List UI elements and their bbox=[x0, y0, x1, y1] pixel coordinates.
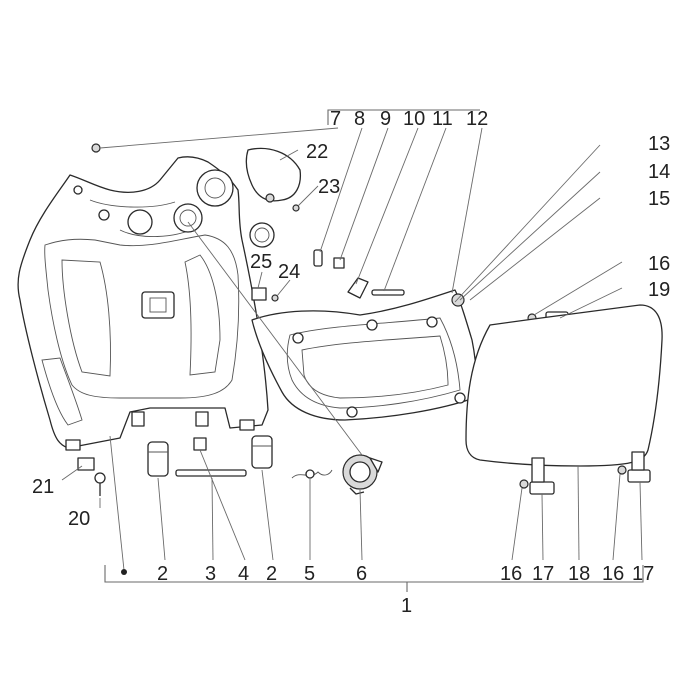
callout-3: 3 bbox=[205, 563, 216, 585]
hinge-right bbox=[617, 451, 651, 483]
callout-5: 5 bbox=[304, 563, 315, 585]
spring-clip bbox=[291, 469, 333, 479]
screw-20 bbox=[94, 472, 106, 496]
glove-box-outer-lid bbox=[465, 304, 663, 467]
callout-1: 1 bbox=[401, 595, 412, 617]
callout-4: 4 bbox=[238, 563, 249, 585]
callout-2-right: 2 bbox=[266, 563, 277, 585]
rubber-block-right bbox=[251, 435, 273, 469]
callout-23: 23 bbox=[318, 176, 340, 198]
ring-grommet bbox=[249, 222, 275, 248]
callout-19: 19 bbox=[648, 279, 670, 301]
callout-22: 22 bbox=[306, 141, 328, 163]
leg-shield-body bbox=[17, 156, 269, 451]
callout-21: 21 bbox=[32, 476, 54, 498]
callout-9: 9 bbox=[380, 108, 391, 130]
clip-25 bbox=[251, 287, 267, 301]
small-clip-9 bbox=[333, 257, 345, 269]
clip-nut-21 bbox=[77, 457, 95, 471]
leader-lines bbox=[61, 127, 643, 575]
rubber-block-left bbox=[147, 441, 169, 477]
callout-8: 8 bbox=[354, 108, 365, 130]
callout-7: 7 bbox=[330, 108, 341, 130]
light-housing bbox=[245, 147, 302, 203]
callout-13: 13 bbox=[648, 133, 670, 155]
screw-24 bbox=[271, 294, 279, 302]
callout-12: 12 bbox=[466, 108, 488, 130]
fuel-cap bbox=[342, 454, 383, 495]
hinge-bracket bbox=[347, 277, 369, 299]
callout-labels: 7 8 9 10 11 12 22 23 13 14 15 16 19 25 2… bbox=[32, 108, 670, 617]
rod bbox=[175, 469, 247, 477]
callout-11: 11 bbox=[432, 108, 453, 130]
small-clip-8 bbox=[313, 249, 323, 267]
callout-25: 25 bbox=[250, 251, 272, 273]
callout-16-top: 16 bbox=[648, 253, 670, 275]
callout-17-right: 17 bbox=[632, 563, 654, 585]
clip bbox=[193, 437, 207, 451]
callout-2-left: 2 bbox=[157, 563, 168, 585]
callout-14: 14 bbox=[648, 161, 670, 183]
callout-16-right: 16 bbox=[602, 563, 624, 585]
callout-18: 18 bbox=[568, 563, 590, 585]
callout-17-left: 17 bbox=[532, 563, 554, 585]
grommet bbox=[451, 293, 465, 307]
callout-24: 24 bbox=[278, 261, 300, 283]
pin bbox=[371, 289, 405, 296]
callout-16-left: 16 bbox=[500, 563, 522, 585]
assembly-frame bbox=[104, 109, 644, 592]
callout-10: 10 bbox=[403, 108, 425, 130]
screw-small bbox=[91, 143, 101, 153]
callout-20: 20 bbox=[68, 508, 90, 530]
callout-15: 15 bbox=[648, 188, 670, 210]
screw-23 bbox=[292, 204, 300, 212]
glove-box-inner-panel bbox=[251, 289, 477, 421]
hinge-left bbox=[519, 457, 555, 495]
callout-6: 6 bbox=[356, 563, 367, 585]
